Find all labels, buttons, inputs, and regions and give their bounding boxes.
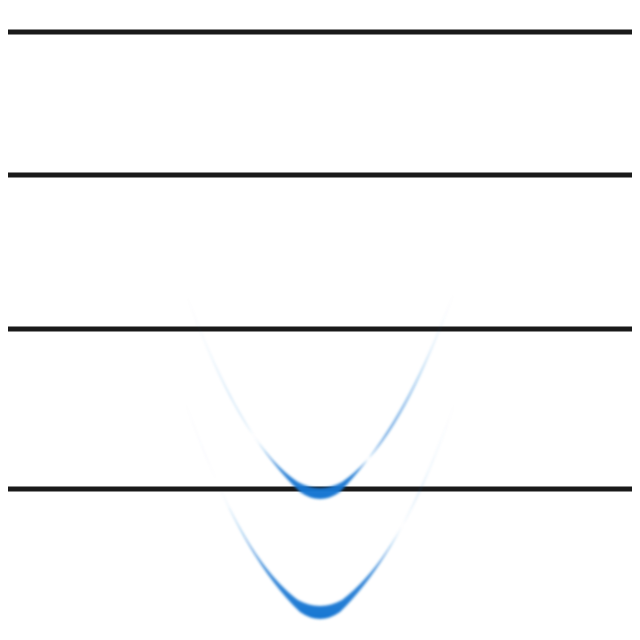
diagram-background bbox=[0, 0, 640, 640]
energy-level-diagram bbox=[0, 0, 640, 640]
diagram-canvas bbox=[0, 0, 640, 640]
